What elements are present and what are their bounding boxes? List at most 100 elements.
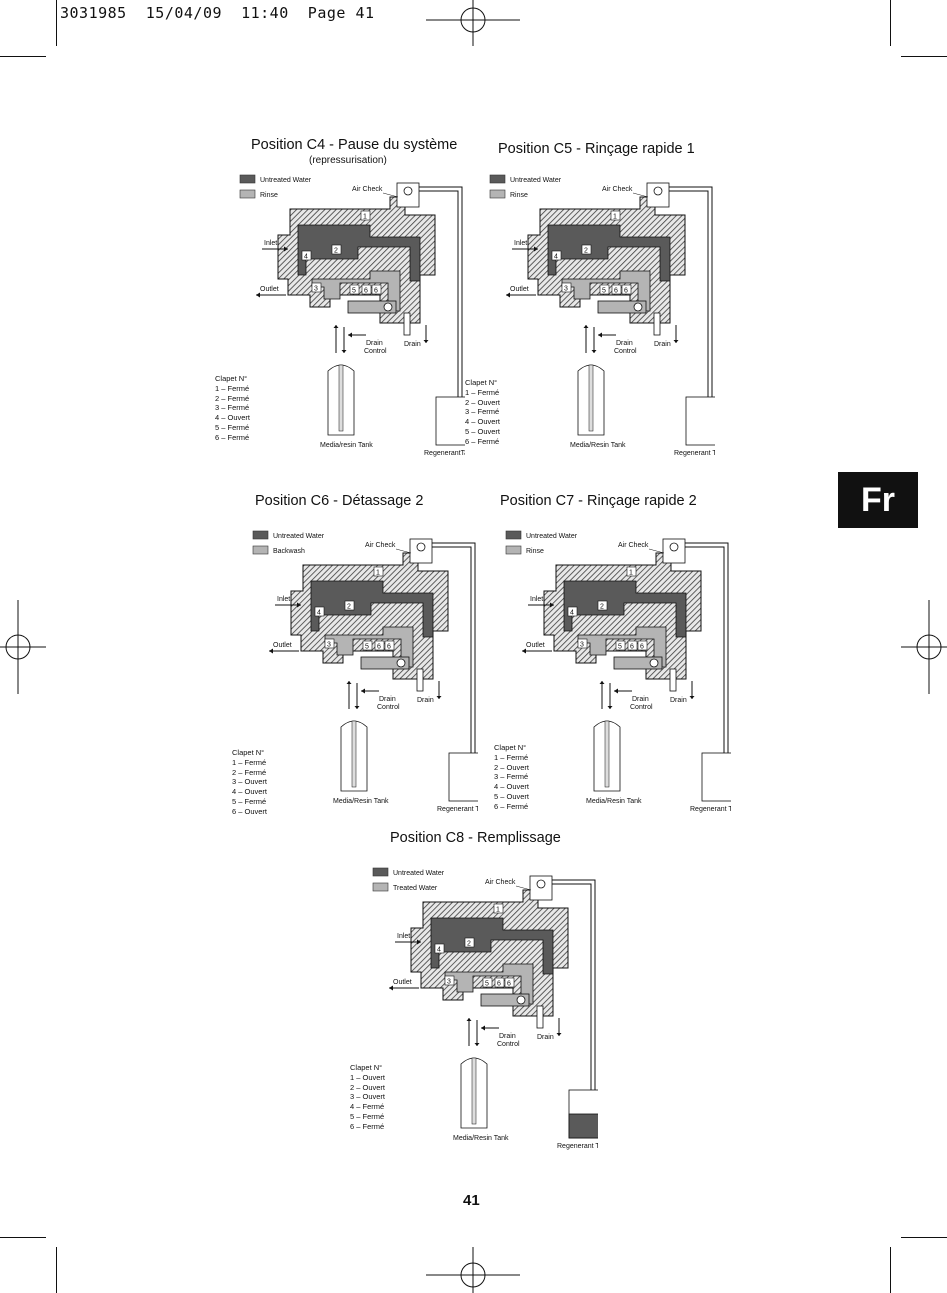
crop-mark	[56, 1247, 57, 1293]
legend-swatch	[489, 174, 506, 184]
valve-number: 2	[584, 248, 588, 255]
valve-state-item: 2 – Ouvert	[465, 397, 501, 407]
drain-control-label: Drain	[499, 1033, 516, 1040]
valve-state-item: 1 – Fermé	[215, 383, 250, 393]
valve-number-box	[361, 284, 372, 295]
arrow-head	[556, 1033, 562, 1036]
valve-number: 5	[485, 981, 489, 988]
outlet-label: Outlet	[260, 286, 279, 293]
valve-number-box	[464, 937, 475, 948]
untreated-water-channel	[310, 580, 434, 638]
leader-line	[382, 192, 399, 198]
valve-state-item: 4 – Fermé	[350, 1102, 385, 1112]
valve-state-item: 1 – Fermé	[494, 752, 529, 762]
panel-title: Position C7 - Rinçage rapide 2	[500, 493, 697, 509]
valve-number: 1	[613, 214, 617, 221]
drain-control-ball	[516, 995, 526, 1005]
valve-state-item: 2 – Fermé	[215, 393, 250, 403]
drain-control-label: Drain	[616, 340, 633, 347]
legend-swatch	[239, 189, 256, 199]
language-tab: Fr	[838, 472, 918, 528]
valve-state-item: 6 – Fermé	[350, 1121, 385, 1131]
riser-tube	[351, 720, 357, 788]
valve-state-item: 4 – Ouvert	[465, 417, 501, 427]
rinse-channel	[444, 963, 534, 1005]
regenerant-tank	[448, 752, 478, 802]
legend-label: Untreated Water	[526, 533, 578, 540]
legend-label: Untreated Water	[510, 177, 562, 184]
brine-line	[669, 190, 709, 445]
rinse-channel	[561, 270, 651, 312]
air-check-label: Air Check	[365, 542, 396, 549]
arrow-head	[506, 292, 510, 298]
inlet-label: Inlet	[264, 240, 277, 247]
valve-list-heading: Clapet N°	[215, 374, 248, 383]
drain-control-label: Control	[364, 348, 387, 355]
valve-number-box	[504, 977, 515, 988]
valve-number: 1	[496, 907, 500, 914]
legend-swatch	[505, 530, 522, 540]
valve-number-box	[344, 600, 355, 611]
valve-list-heading: Clapet N°	[494, 743, 527, 752]
drain-label: Drain	[404, 341, 421, 348]
valve-number: 2	[334, 248, 338, 255]
outlet-label: Outlet	[393, 979, 412, 986]
valve-number-box	[362, 640, 373, 651]
drain-control-label: Control	[630, 704, 653, 711]
riser-tube	[604, 720, 610, 788]
rinse-channel	[577, 626, 667, 668]
valve-number-box	[577, 638, 588, 649]
valve-number-box	[494, 977, 505, 988]
arrow-head	[481, 1025, 485, 1031]
valve-state-item: 5 – Fermé	[350, 1111, 385, 1121]
valve-number-box	[482, 977, 493, 988]
media-tank-label: Media/Resin Tank	[333, 798, 389, 805]
untreated-water-channel	[547, 224, 671, 282]
valve-number-box	[597, 600, 608, 611]
registration-mark-bottom	[426, 1247, 520, 1293]
valve-state-item: 6 – Fermé	[215, 432, 250, 442]
drain-control-ball	[396, 658, 406, 668]
arrow-head	[284, 246, 288, 252]
valve-number: 5	[365, 644, 369, 651]
inlet-label: Inlet	[277, 596, 290, 603]
legend-label: Rinse	[526, 548, 544, 555]
drain-label: Drain	[417, 697, 434, 704]
brine-line	[419, 186, 463, 445]
air-check-label: Air Check	[352, 186, 383, 193]
outlet-label: Outlet	[526, 642, 545, 649]
drain-control-label: Control	[377, 704, 400, 711]
valve-number-box	[434, 943, 445, 954]
legend-swatch	[505, 545, 522, 555]
drain-label: Drain	[654, 341, 671, 348]
legend-label: Backwash	[273, 548, 305, 555]
media-tank-label: Media/Resin Tank	[586, 798, 642, 805]
drain-control-label: Drain	[379, 696, 396, 703]
arrow-head	[598, 332, 602, 338]
valve-number: 6	[374, 288, 378, 295]
valve-number: 3	[564, 286, 568, 293]
legend-swatch	[372, 882, 389, 892]
valve-number-box	[599, 284, 610, 295]
drain-pipe	[669, 668, 677, 692]
rinse-channel	[324, 626, 414, 668]
valve-state-item: 6 – Fermé	[465, 436, 500, 446]
valve-state-item: 5 – Ouvert	[465, 426, 501, 436]
drain-channel	[347, 300, 397, 314]
arrow-head	[583, 325, 589, 328]
drain-channel	[597, 300, 647, 314]
valve-number-box	[626, 566, 637, 577]
valve-number: 3	[327, 642, 331, 649]
untreated-water-channel	[297, 224, 421, 282]
arrow-head	[417, 939, 421, 945]
media-tank-label: Media/Resin Tank	[570, 442, 626, 449]
drain-channel	[480, 993, 530, 1007]
air-check-label: Air Check	[618, 542, 649, 549]
valve-number: 2	[347, 604, 351, 611]
valve-number-box	[551, 250, 562, 261]
valve-number-box	[384, 640, 395, 651]
